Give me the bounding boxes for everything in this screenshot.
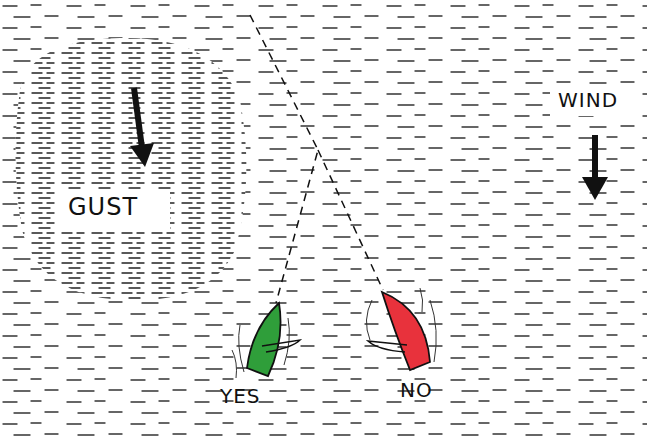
- green-boat: [232, 303, 300, 378]
- gust-area: [15, 38, 246, 300]
- wind-text-clear: [550, 86, 640, 116]
- gust-label: GUST: [68, 193, 138, 221]
- gust-text-clear: [60, 192, 170, 232]
- no-label: NO: [400, 378, 433, 402]
- course-lines: [250, 15, 383, 303]
- wind-label: WIND: [558, 88, 618, 112]
- wind-arrow: [582, 135, 608, 200]
- gust-arrow: [130, 88, 154, 167]
- red-boat: [366, 288, 436, 370]
- gust-background: [15, 38, 246, 300]
- yes-label: YES: [220, 384, 261, 408]
